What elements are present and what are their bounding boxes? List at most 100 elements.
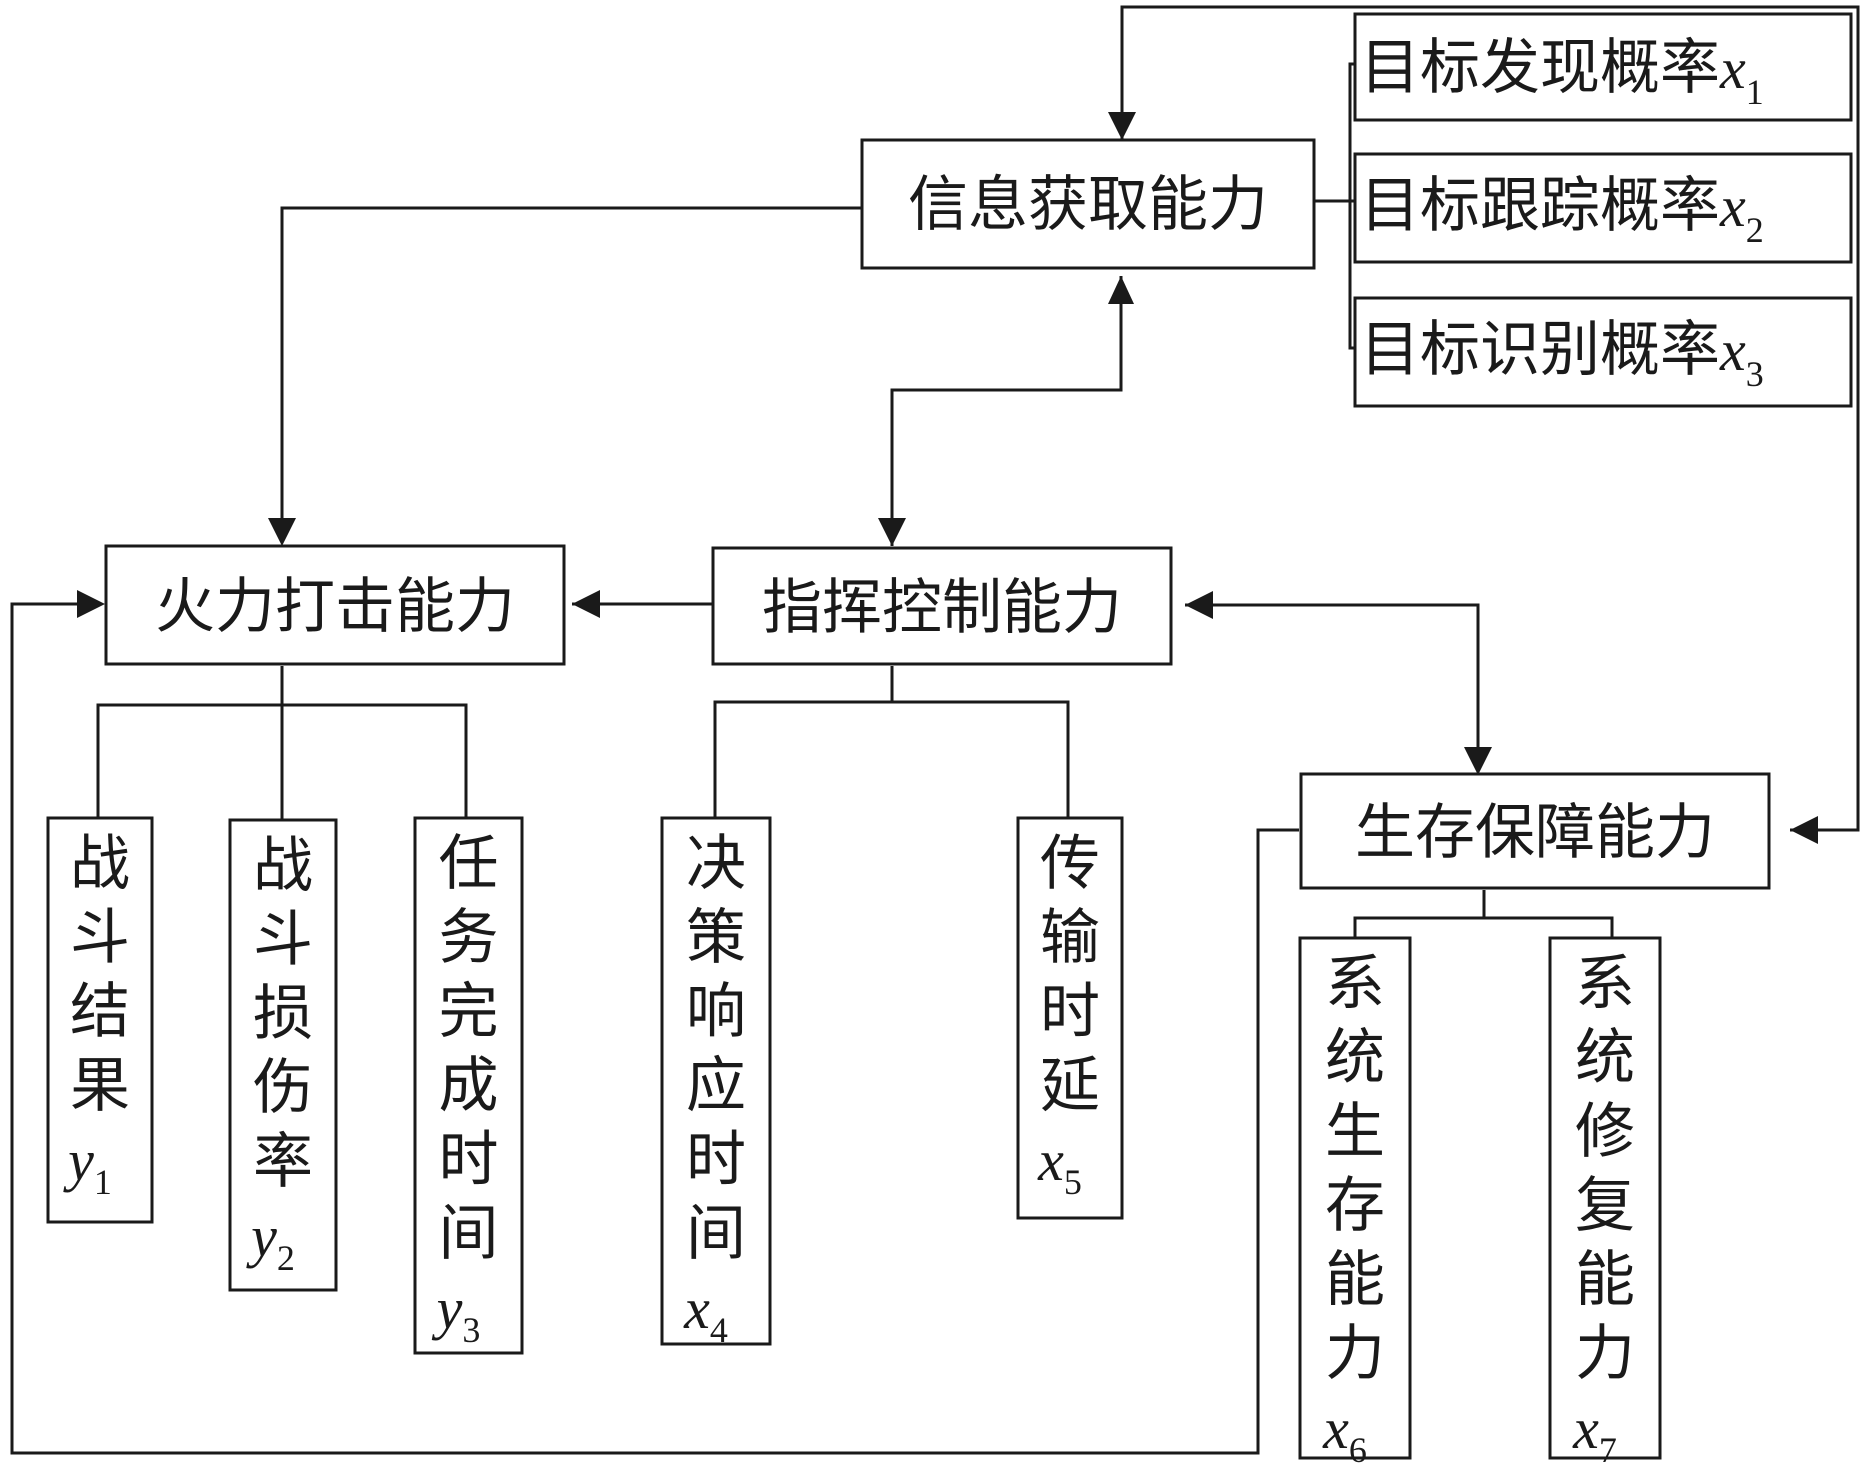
indicator-x3-label: 目标识别概率x3 xyxy=(1360,315,1764,394)
indicator-x7-var: x xyxy=(1572,1396,1599,1461)
indicator-y3-sub: 3 xyxy=(462,1310,480,1350)
indicator-y2-char: 战 xyxy=(253,831,313,901)
indicator-x2-text: 目标跟踪概率 xyxy=(1360,171,1720,241)
indicator-x6-char: 力 xyxy=(1325,1319,1385,1389)
indicator-y2-variable: y2 xyxy=(246,1204,295,1278)
indicator-x7-char: 系 xyxy=(1575,949,1635,1019)
arrowhead-into-command-top xyxy=(878,518,906,546)
indicator-x5-variable: x5 xyxy=(1037,1128,1082,1202)
indicator-x4-char: 间 xyxy=(686,1199,746,1269)
indicator-x2-label: 目标跟踪概率x2 xyxy=(1360,171,1764,250)
indicator-y3-char: 间 xyxy=(439,1199,499,1269)
connector-command-survival xyxy=(1185,603,1480,770)
indicator-x6-char: 统 xyxy=(1325,1023,1385,1093)
node-survival-label: 生存保障能力 xyxy=(1355,798,1715,868)
node-command-label: 指挥控制能力 xyxy=(762,573,1122,643)
indicator-x7-sub: 7 xyxy=(1599,1430,1617,1465)
indicator-y1-variable: y1 xyxy=(63,1128,112,1202)
indicator-x6-variable: x6 xyxy=(1322,1396,1367,1465)
indicator-x6-char: 生 xyxy=(1325,1097,1385,1167)
node-info: 信息获取能力 xyxy=(860,138,1316,270)
node-command: 指挥控制能力 xyxy=(711,546,1173,666)
indicator-y3-variable: y3 xyxy=(432,1276,481,1350)
indicator-x1: 目标发现概率x1 xyxy=(1353,12,1853,122)
indicator-y3-char: 完 xyxy=(439,977,499,1047)
arrow-heads xyxy=(77,112,1818,844)
indicator-y3-char: 务 xyxy=(439,903,499,973)
indicator-x7-char: 统 xyxy=(1575,1023,1635,1093)
connector-info-to-fire xyxy=(277,206,862,541)
indicator-x2-sub: 2 xyxy=(1746,210,1764,250)
indicator-x5-char: 传 xyxy=(1040,829,1100,899)
indicator-y2-var: y xyxy=(246,1204,277,1269)
indicator-x1-var: x xyxy=(1719,36,1746,101)
connector-fire-branch xyxy=(96,703,468,818)
connectors xyxy=(10,5,1860,1455)
indicator-x6-var: x xyxy=(1322,1396,1349,1461)
indicator-x4-variable: x4 xyxy=(683,1276,728,1350)
indicator-x2-var: x xyxy=(1719,174,1746,239)
arrowhead-into-fire-top xyxy=(268,518,296,546)
indicator-x6-sub: 6 xyxy=(1349,1430,1367,1465)
indicator-x2: 目标跟踪概率x2 xyxy=(1353,152,1853,264)
indicator-x5-char: 输 xyxy=(1040,903,1100,973)
arrowhead-into-survival-top xyxy=(1464,747,1492,775)
indicator-y3-char: 时 xyxy=(439,1125,499,1195)
indicator-y1-char: 果 xyxy=(70,1051,130,1121)
indicator-y1-char: 结 xyxy=(70,977,130,1047)
indicator-x6-char: 系 xyxy=(1325,949,1385,1019)
arrowhead-into-survival-right xyxy=(1790,816,1818,844)
bracket-info-indicators xyxy=(1348,62,1355,350)
arrowhead-into-fire-left xyxy=(77,590,105,618)
indicator-x3-sub: 3 xyxy=(1746,354,1764,394)
indicator-x4-sub: 4 xyxy=(710,1310,728,1350)
indicator-y1-var: y xyxy=(63,1128,94,1193)
indicator-y2-char: 斗 xyxy=(253,905,313,975)
connector-command-branch xyxy=(713,700,1070,818)
indicator-x5-char: 延 xyxy=(1040,1051,1100,1121)
indicator-x6-char: 能 xyxy=(1325,1245,1385,1315)
indicator-x4-char: 时 xyxy=(686,1125,746,1195)
indicator-x6-char: 存 xyxy=(1325,1171,1385,1241)
node-fire: 火力打击能力 xyxy=(104,544,566,666)
indicator-x5-char: 时 xyxy=(1040,977,1100,1047)
node-info-label: 信息获取能力 xyxy=(908,170,1268,240)
indicator-y1-char: 斗 xyxy=(70,903,130,973)
indicator-y3-char: 成 xyxy=(439,1051,499,1121)
indicator-x4-char: 应 xyxy=(686,1051,746,1121)
indicator-x3: 目标识别概率x3 xyxy=(1353,296,1853,408)
indicator-x5-sub: 5 xyxy=(1064,1162,1082,1202)
arrowhead-into-info-bottom xyxy=(1108,276,1134,304)
indicator-y3-char: 任 xyxy=(439,829,499,899)
arrowhead-into-fire-right xyxy=(572,590,600,618)
indicator-x1-sub: 1 xyxy=(1746,72,1764,112)
indicator-x7-char: 力 xyxy=(1575,1319,1635,1389)
indicator-y3-var: y xyxy=(432,1276,463,1341)
indicator-x4-char: 策 xyxy=(686,903,746,973)
indicator-y2-char: 损 xyxy=(253,979,313,1049)
indicator-x7-char: 复 xyxy=(1575,1171,1635,1241)
indicator-y1-char: 战 xyxy=(70,829,130,899)
node-survival: 生存保障能力 xyxy=(1299,772,1771,890)
connector-loop-survival-fire xyxy=(10,602,1299,1455)
indicator-x7-char: 修 xyxy=(1575,1097,1635,1167)
indicator-x7-char: 能 xyxy=(1575,1245,1635,1315)
connector-info-command xyxy=(890,276,1123,546)
indicator-x4-char: 决 xyxy=(686,829,746,899)
indicator-y1-sub: 1 xyxy=(94,1162,112,1202)
indicator-x4-var: x xyxy=(683,1276,710,1341)
indicator-y2-sub: 2 xyxy=(277,1238,295,1278)
indicator-y2-char: 伤 xyxy=(253,1053,313,1123)
indicator-x1-text: 目标发现概率 xyxy=(1360,33,1720,103)
indicator-y2-char: 率 xyxy=(253,1127,313,1197)
indicator-x3-text: 目标识别概率 xyxy=(1360,315,1720,385)
arrowhead-into-info-top xyxy=(1108,112,1136,140)
